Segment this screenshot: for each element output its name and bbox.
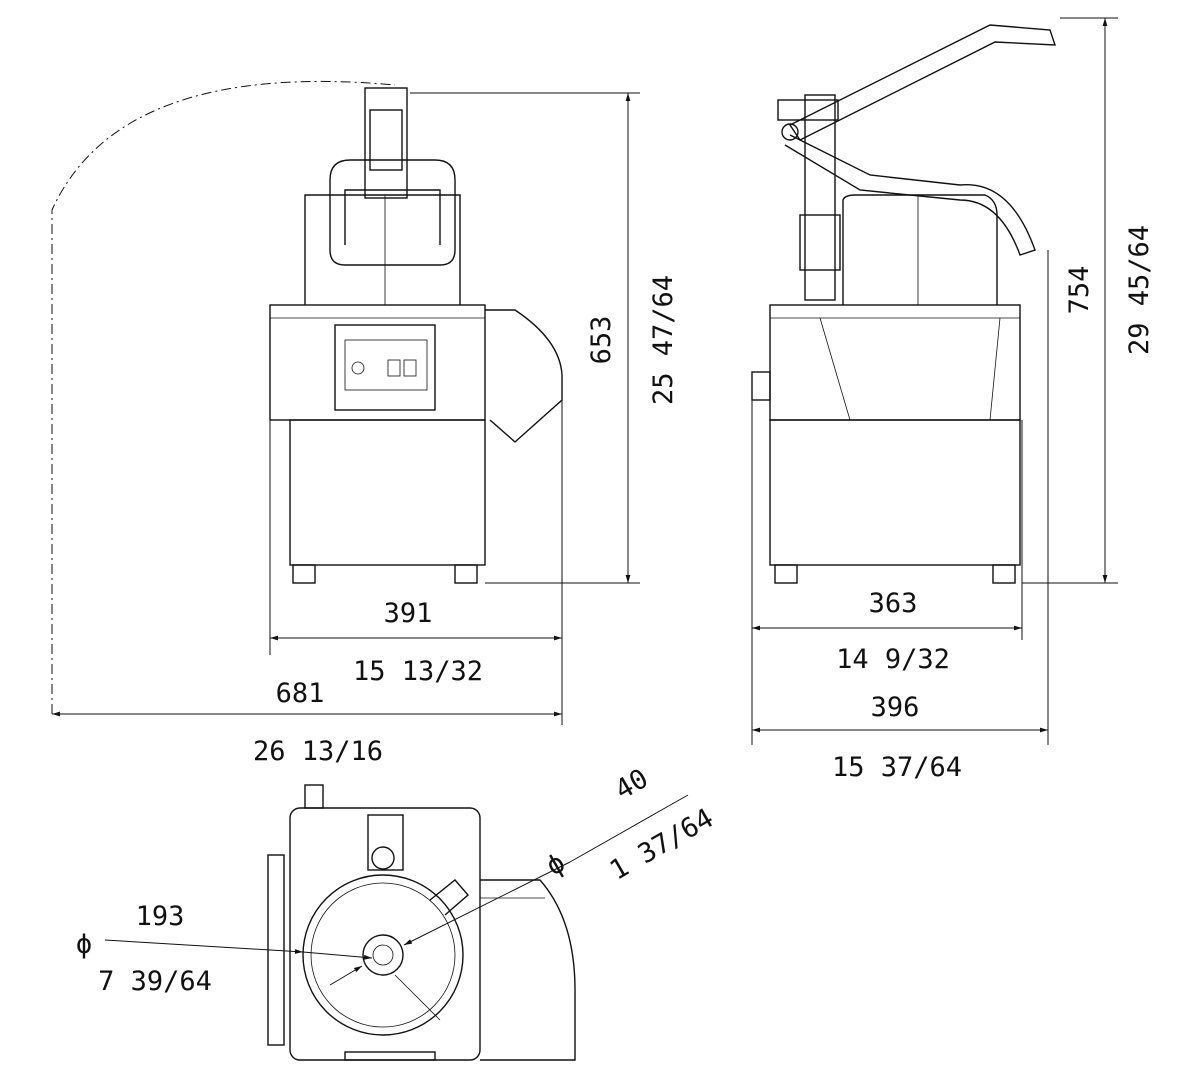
bowl-diameter-mm: 193 <box>136 901 185 932</box>
side-depth-in: 14 9/32 <box>836 644 950 675</box>
lever-handle <box>329 159 456 266</box>
side-view: 363 14 9/32 396 15 37/64 754 29 45/64 <box>751 17 1155 783</box>
bowl-diameter-symbol: ϕ <box>76 929 92 960</box>
top-chute <box>480 879 576 1061</box>
side-depth-mm: 363 <box>869 588 918 619</box>
power-button-icon <box>351 361 365 375</box>
shaft-diameter-mm: 40 <box>610 763 654 806</box>
hopper <box>304 194 461 305</box>
side-base-cabinet <box>769 419 1021 566</box>
side-upper-housing <box>769 304 1021 421</box>
front-width-mm: 391 <box>384 598 433 629</box>
shaft <box>362 934 404 976</box>
shaft-diameter-in: 1 37/64 <box>605 803 719 887</box>
top-view: ϕ 193 7 39/64 ϕ 40 1 37/64 <box>76 763 719 1061</box>
front-width-in: 15 13/32 <box>353 656 483 687</box>
bowl <box>302 874 464 1036</box>
front-height-in: 25 47/64 <box>648 275 679 405</box>
control-panel <box>334 324 436 411</box>
cable-gland <box>751 371 771 401</box>
side-hopper <box>842 194 998 305</box>
bowl-diameter-leader <box>302 951 373 960</box>
upper-housing <box>269 304 486 421</box>
overall-depth-in: 15 37/64 <box>832 752 962 783</box>
shaft-diameter-leader <box>569 794 689 863</box>
swing-width-in: 26 13/16 <box>253 736 383 767</box>
column <box>804 94 836 301</box>
shaft-diameter-symbol: ϕ <box>541 847 571 882</box>
handle-swing-arc <box>51 80 396 714</box>
side-height-mm: 754 <box>1064 266 1095 315</box>
pusher-shaft <box>364 87 408 199</box>
front-view: 391 15 13/32 681 26 13/16 653 25 47/64 <box>51 80 679 767</box>
base-cabinet <box>289 419 486 566</box>
front-height-mm: 653 <box>586 316 617 365</box>
discharge-chute <box>485 309 563 443</box>
pusher-lever <box>788 24 1056 141</box>
swing-width-mm: 681 <box>276 678 325 709</box>
foot <box>292 564 316 584</box>
foot <box>454 564 478 584</box>
side-height-in: 29 45/64 <box>1124 225 1155 355</box>
bowl-diameter-in: 7 39/64 <box>98 966 212 997</box>
overall-depth-mm: 396 <box>871 692 920 723</box>
